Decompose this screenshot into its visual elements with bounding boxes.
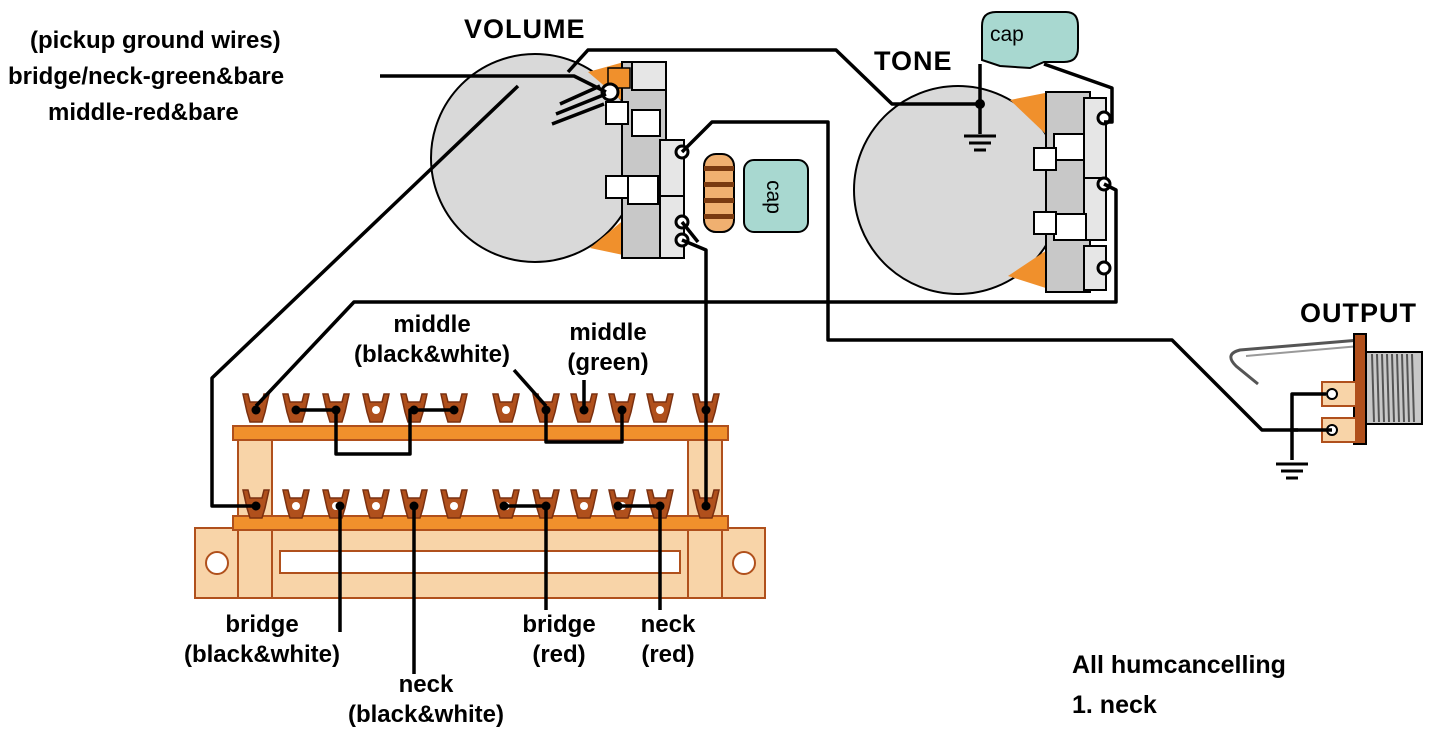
label-neck-red: neck (red) [618, 610, 718, 670]
switch-lug-top-4 [362, 393, 390, 423]
output-jack-spring [1229, 338, 1361, 386]
solder-joint-13 [499, 501, 509, 511]
tone-title: TONE [874, 46, 953, 76]
switch-lug-bottom-6 [440, 489, 468, 519]
switch-lug-top-7 [492, 393, 520, 423]
tone-pot-orange-tab [1010, 92, 1052, 140]
label-middle-green-line2: (green) [567, 349, 649, 376]
switch-bottom-bar [232, 515, 729, 531]
switch-lug-bottom-9 [570, 489, 598, 519]
ground-symbol-output [1276, 462, 1308, 480]
resistor [703, 153, 735, 233]
label-middle-bw-line1: middle [393, 311, 471, 338]
output-jack [1229, 333, 1423, 445]
label-neck-bw-line1: neck [398, 671, 454, 698]
label-neck-bw-line2: (black&white) [347, 701, 505, 728]
volume-cap [743, 159, 809, 233]
solder-joint-8 [617, 405, 627, 415]
solder-joint-17 [701, 501, 711, 511]
solder-joint-4 [409, 405, 419, 415]
volume-pot-orange-tab-lower [590, 218, 628, 256]
label-bridge-red-line1: bridge [522, 611, 596, 638]
tone-pot [853, 85, 1112, 295]
output-title: OUTPUT [1300, 298, 1417, 328]
output-jack-threads [1371, 353, 1415, 423]
ground-label-line2: bridge/neck-green&bare [8, 63, 285, 90]
switch-lug-bottom-2 [282, 489, 310, 519]
solder-joint-11 [335, 501, 345, 511]
tone-ground-junction [975, 99, 985, 109]
ground-symbol-tone [964, 134, 996, 152]
wire-tone-cap-right [1043, 62, 1114, 124]
label-neck-red-line1: neck [640, 611, 696, 638]
tone-cap-label: cap [990, 23, 1024, 46]
switch-top-bar [232, 425, 729, 441]
switch-slot [279, 550, 681, 574]
solder-joint-1 [251, 405, 261, 415]
volume-ground-eyelet [600, 82, 620, 102]
solder-joint-15 [613, 501, 623, 511]
solder-joint-5 [449, 405, 459, 415]
solder-joint-12 [409, 501, 419, 511]
switch-top-lug-row [242, 393, 720, 423]
wire-volume-to-output [680, 120, 1298, 432]
left-mount-hole [205, 551, 229, 575]
volume-pot-lug-housing [621, 61, 667, 259]
label-middle-green: middle (green) [540, 318, 676, 378]
wire-ground-loop [210, 84, 520, 508]
tone-cap [981, 11, 1079, 70]
wires [210, 48, 1332, 674]
solder-joint-10 [251, 501, 261, 511]
volume-pot [430, 53, 690, 263]
tone-pot-lug-housing [1045, 91, 1091, 293]
right-mount-hole [732, 551, 756, 575]
switch-lug-bottom-4 [362, 489, 390, 519]
ground-label-line3: middle-red&bare [48, 99, 239, 126]
wire-volume-to-switch [681, 238, 708, 508]
label-bridge-red-line2: (red) [532, 641, 586, 668]
volume-title: VOLUME [464, 14, 586, 44]
solder-joint-7 [579, 405, 589, 415]
solder-joint-9 [701, 405, 711, 415]
label-bridge-bw: bridge (black&white) [150, 610, 374, 670]
label-bridge-bw-line1: bridge [225, 611, 299, 638]
solder-joint-2 [291, 405, 301, 415]
solder-joint-16 [655, 501, 665, 511]
notes-heading: All humcancelling [1072, 651, 1286, 679]
ground-label-line1: (pickup ground wires) [30, 27, 281, 54]
switch-bottom-lug-row [242, 489, 720, 519]
wire-tone-to-switch [254, 182, 1118, 408]
label-middle-green-line1: middle [569, 319, 647, 346]
solder-joint-3 [331, 405, 341, 415]
tone-lug-3 [1096, 260, 1112, 276]
five-way-switch [194, 393, 766, 599]
switch-lug-top-11 [646, 393, 674, 423]
solder-joint-6 [541, 405, 551, 415]
solder-joint-14 [541, 501, 551, 511]
label-bridge-red: bridge (red) [498, 610, 620, 670]
label-middle-bw: middle (black&white) [322, 310, 542, 370]
wire-volume-to-tone [566, 48, 980, 106]
label-middle-bw-line2: (black&white) [353, 341, 511, 368]
treble-bleed [703, 153, 809, 233]
notes-item-1: 1. neck [1072, 691, 1157, 719]
label-neck-bw: neck (black&white) [314, 670, 538, 730]
volume-cap-label: cap [761, 180, 785, 214]
label-bridge-bw-line2: (black&white) [183, 641, 341, 668]
tone-pot-orange-tab-lower [1008, 248, 1052, 290]
label-neck-red-line2: (red) [641, 641, 695, 668]
